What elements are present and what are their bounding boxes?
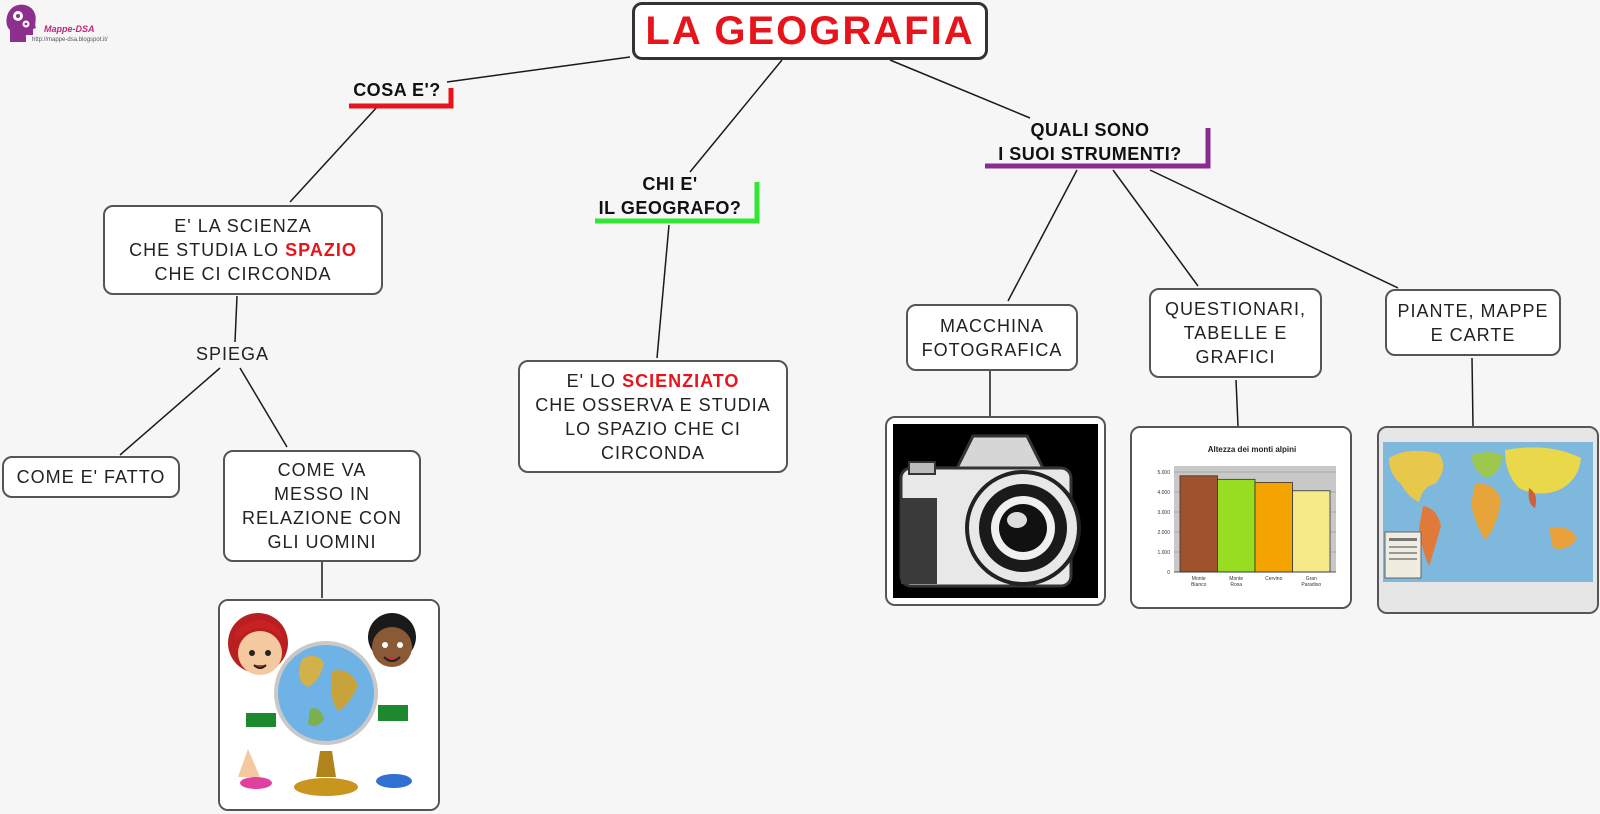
logo-url: http://mappe-dsa.blogspot.it/ [32,37,108,43]
scienziato-line3: LO SPAZIO CHE CI [565,418,741,439]
chart-y-tick-label: 5.000 [1157,470,1170,476]
relazione-box: COME VA MESSO IN RELAZIONE CON GLI UOMIN… [223,450,421,562]
chart-x-tick-label: Paradiso [1301,582,1321,588]
piante-box: PIANTE, MAPPE E CARTE [1385,289,1561,356]
question-chi-line2: IL GEOGRAFO? [598,198,742,218]
question-strumenti-line1: QUALI SONO [1030,120,1150,140]
relazione-line2: MESSO IN [273,484,370,504]
chart-bar [1217,478,1256,573]
scienziato-line4: CIRCONDA [600,442,705,463]
scienziato-box: E' LO SCIENZIATO CHE OSSERVA E STUDIA LO… [518,360,788,473]
piante-line2: E CARTE [1430,324,1516,345]
relazione-line1: COME VA [277,460,367,480]
scienza-box: E' LA SCIENZA CHE STUDIA LO SPAZIO CHE C… [103,205,383,295]
macchina-line2: FOTOGRAFICA [921,339,1063,360]
bar-chart: Altezza dei monti alpini 0 1.000 2.000 3.00… [1132,428,1350,607]
chart-image: Altezza dei monti alpini 0 1.000 2.000 3.00… [1130,426,1352,609]
scienziato-line2: CHE OSSERVA E STUDIA [535,394,771,415]
chart-y-tick-label: 1.000 [1157,550,1170,556]
come-fatto-text: COME E' FATTO [16,467,166,487]
chart-x-tick-label: Monte [1192,576,1206,582]
scienza-line3: CHE CI CIRCONDA [154,264,332,284]
chart-title: Altezza dei monti alpini [1208,445,1296,454]
chart-x-tick-label: Gran [1306,576,1317,582]
questionari-line2: TABELLE E [1183,323,1288,343]
camera-image [885,416,1106,606]
scienza-line2-text: CHE STUDIA LO [129,240,286,260]
scienza-line1: E' LA SCIENZA [174,216,312,236]
question-strumenti: QUALI SONO I SUOI STRUMENTI? [975,118,1205,166]
page-title: LA GEOGRAFIA [645,9,975,53]
relazione-line4: GLI UOMINI [267,532,377,552]
question-chi-line1: CHI E' [642,174,698,194]
chart-x-tick-label: Bianco [1191,582,1207,588]
spiega-label: SPIEGA [196,344,270,364]
chart-bar [1254,482,1293,573]
questionari-line3: GRAFICI [1195,347,1276,367]
question-strumenti-line2: I SUOI STRUMENTI? [998,144,1182,164]
world-map-illustration [1379,428,1597,612]
question-chi: CHI E' IL GEOGRAFO? [585,172,755,220]
macchina-box: MACCHINA FOTOGRAFICA [906,304,1078,371]
spazio-highlight: SPAZIO [285,240,357,260]
relazione-line3: RELAZIONE CON [241,508,403,528]
chart-y-tick-label: 2.000 [1157,530,1170,536]
camera-icon [893,424,1098,598]
questionari-line1: QUESTIONARI, [1164,299,1306,319]
head-gears-icon [6,4,36,42]
scienziato-line1: E' LO SCIENZIATO [567,369,740,393]
chart-bar [1179,475,1218,573]
question-cosa: COSA E'? [345,78,449,102]
scienziato-line1-text: E' LO [566,370,623,391]
chart-x-tick-label: Monte [1229,576,1243,582]
scienziato-highlight: SCIENZIATO [622,370,740,391]
chart-x-tick-label: Cervino [1265,576,1282,582]
chart-bar [1292,490,1331,573]
chart-y-tick-label: 3.000 [1157,510,1170,516]
world-map-image [1377,426,1599,614]
piante-line1: PIANTE, MAPPE [1397,300,1549,321]
questionari-box: QUESTIONARI, TABELLE E GRAFICI [1149,288,1322,378]
scienza-line2: CHE STUDIA LO SPAZIO [129,238,357,262]
chart-x-tick-label: Rosa [1230,582,1242,588]
chart-y-tick-label: 4.000 [1157,490,1170,496]
macchina-line1: MACCHINA [939,315,1044,336]
children-globe-image [218,599,440,811]
come-fatto-box: COME E' FATTO [2,456,180,498]
logo-name: Mappe-DSA [44,24,95,34]
children-globe-illustration [220,601,438,809]
chart-y-tick-label: 0 [1167,570,1170,576]
question-cosa-text: COSA E'? [353,80,441,100]
logo: Mappe-DSA http://mappe-dsa.blogspot.it/ [4,2,124,43]
title-box: LA GEOGRAFIA [632,2,988,60]
